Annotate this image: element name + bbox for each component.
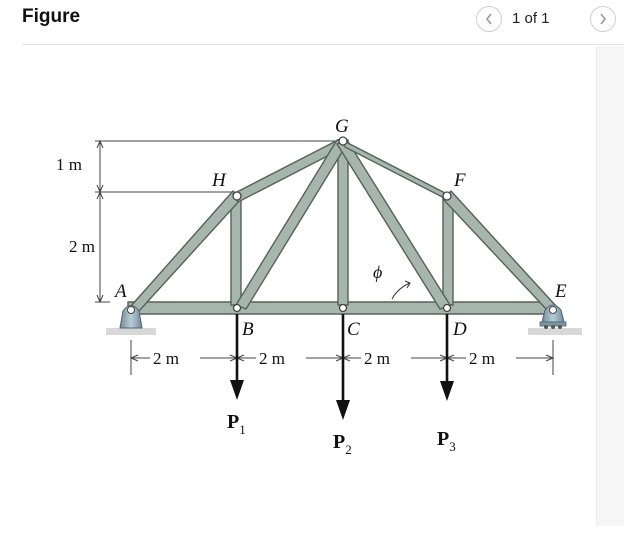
member-df xyxy=(442,194,454,306)
truss-members xyxy=(127,138,557,315)
load-arrow-p1 xyxy=(230,314,244,400)
vertical-dimension-lines xyxy=(95,139,343,304)
angle-arc xyxy=(391,280,411,300)
ground-left xyxy=(106,328,156,335)
header-divider xyxy=(22,44,624,45)
dimension-middle-label: 2 m xyxy=(69,237,95,256)
roller-support-e xyxy=(539,304,567,329)
member-cg xyxy=(337,139,349,306)
load-arrow-p2 xyxy=(336,314,350,420)
joint-label-f: F xyxy=(453,170,466,191)
chevron-right-icon xyxy=(600,13,607,25)
member-ah xyxy=(130,190,242,312)
joint-label-e: E xyxy=(554,281,567,302)
dimension-top-label: 1 m xyxy=(56,155,82,174)
load-label-p3: P3 xyxy=(437,428,456,454)
span-label-ab: 2 m xyxy=(153,349,179,368)
ground-right xyxy=(528,328,582,335)
truss-diagram: 1 m 2 m xyxy=(56,116,582,457)
joint-label-c: C xyxy=(347,319,360,340)
joint-pins xyxy=(232,136,452,313)
angle-label-phi: ϕ xyxy=(373,262,382,282)
member-gd xyxy=(336,139,451,310)
figure-header: Figure 1 of 1 xyxy=(0,0,624,46)
load-arrow-p3 xyxy=(440,314,454,401)
scrollbar[interactable] xyxy=(596,46,624,526)
load-label-p2: P2 xyxy=(333,431,352,457)
pin-support-a xyxy=(119,305,143,329)
next-figure-button[interactable] xyxy=(590,6,616,32)
figure-title: Figure xyxy=(22,6,81,27)
joint-label-h: H xyxy=(211,170,227,191)
load-label-p1: P1 xyxy=(227,411,246,437)
joint-label-g: G xyxy=(335,116,349,137)
joint-label-d: D xyxy=(452,319,467,340)
member-fe xyxy=(442,190,557,312)
joint-label-a: A xyxy=(113,281,127,302)
member-bh xyxy=(230,194,242,306)
span-label-cd: 2 m xyxy=(364,349,390,368)
previous-figure-button[interactable] xyxy=(476,6,502,32)
joint-label-b: B xyxy=(242,319,254,340)
page-indicator: 1 of 1 xyxy=(512,10,550,27)
span-label-bc: 2 m xyxy=(259,349,285,368)
chevron-left-icon xyxy=(485,13,492,25)
span-label-de: 2 m xyxy=(469,349,495,368)
